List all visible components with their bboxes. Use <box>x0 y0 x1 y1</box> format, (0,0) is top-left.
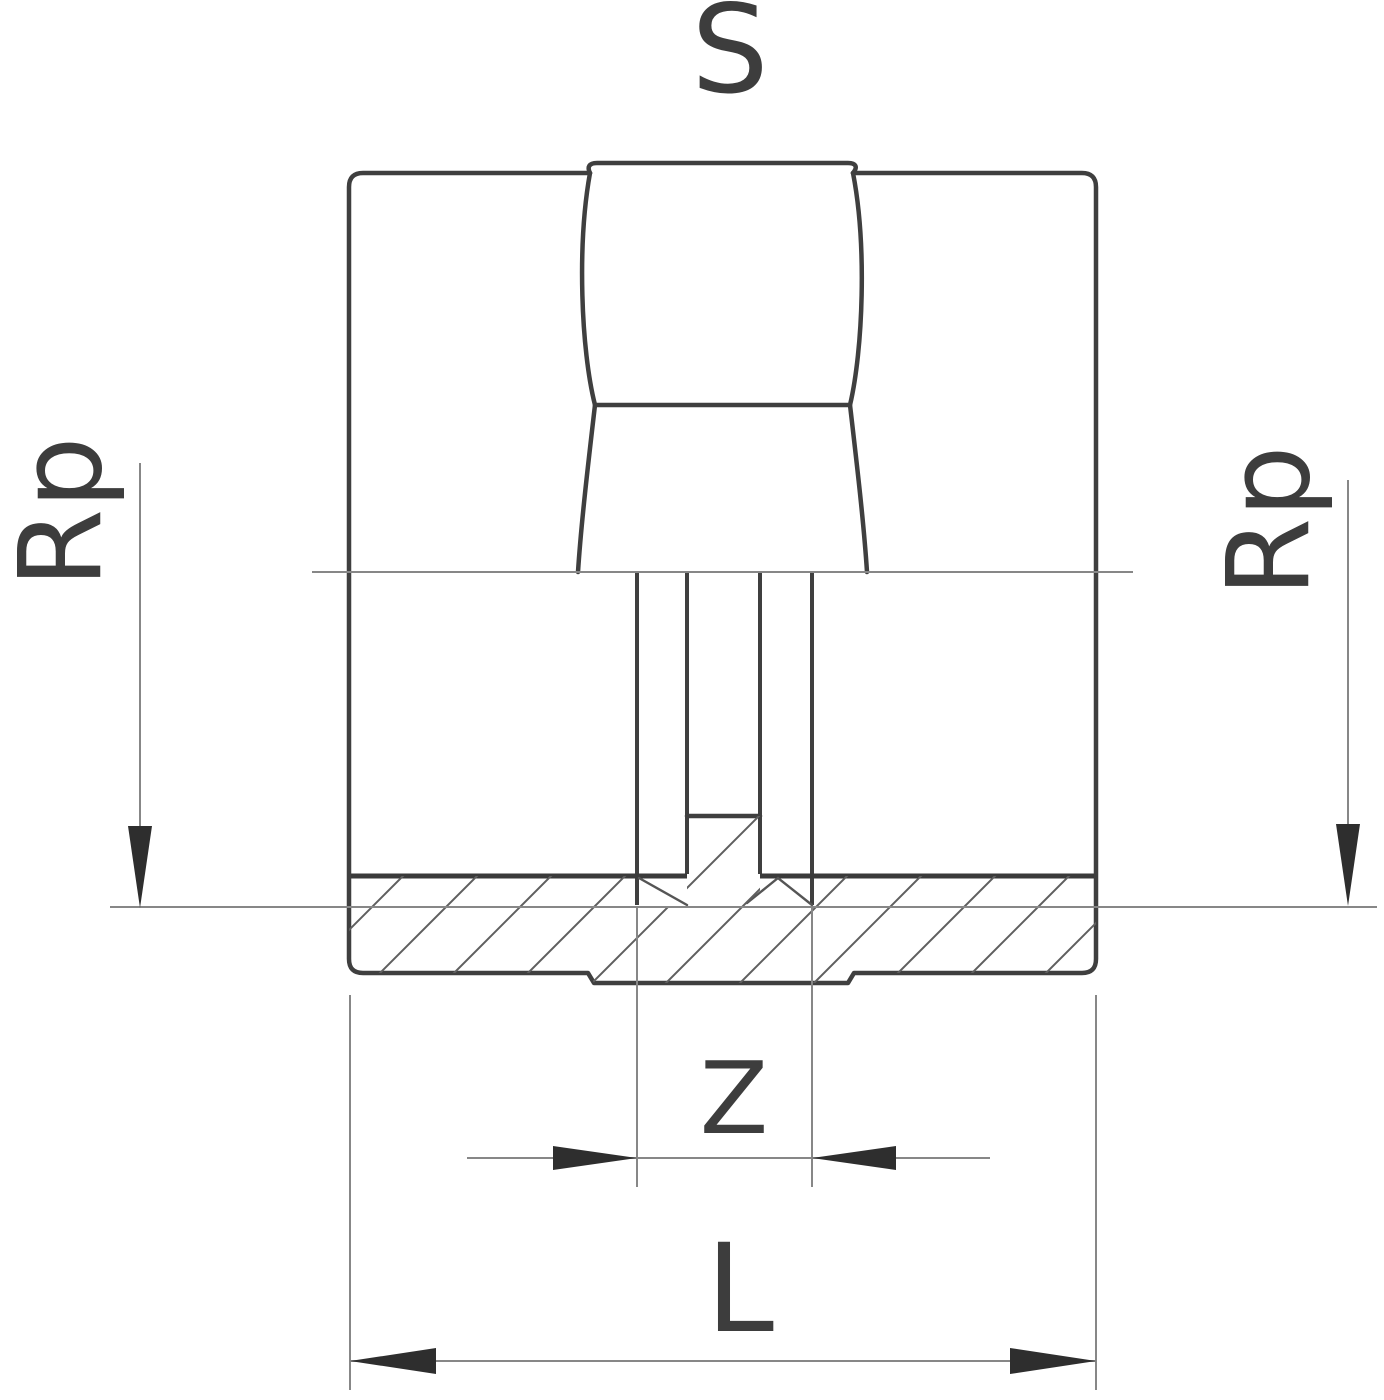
label-z: Z <box>700 1040 769 1157</box>
fitting-body-outline <box>346 160 1099 986</box>
dimension-l <box>349 995 1097 1390</box>
rp-right-arrowhead <box>1336 824 1360 906</box>
thread-boss-left-side <box>575 170 598 575</box>
l-arrowhead-right <box>1010 1348 1096 1374</box>
rp-left-arrowhead <box>128 826 152 908</box>
dimension-rp <box>110 463 1377 908</box>
label-rp-right: Rp <box>1202 445 1335 597</box>
label-rp-left: Rp <box>0 436 127 588</box>
l-arrowhead-left <box>350 1348 436 1374</box>
label-s: S <box>691 0 768 121</box>
label-l: L <box>706 1218 774 1360</box>
thread-boss-top-edge <box>586 160 858 176</box>
z-arrowhead-right <box>812 1146 896 1170</box>
dimension-z <box>467 907 990 1187</box>
thread-runout-right <box>745 876 814 907</box>
drawing-labels: S Rp Rp Z L <box>0 0 1335 1360</box>
z-arrowhead-left <box>553 1146 637 1170</box>
body-contour <box>346 170 1099 986</box>
internal-thread-section <box>351 572 1094 907</box>
section-hatching <box>349 816 1096 983</box>
thread-boss-right-side <box>847 170 870 575</box>
thread-runout-left <box>637 876 689 907</box>
